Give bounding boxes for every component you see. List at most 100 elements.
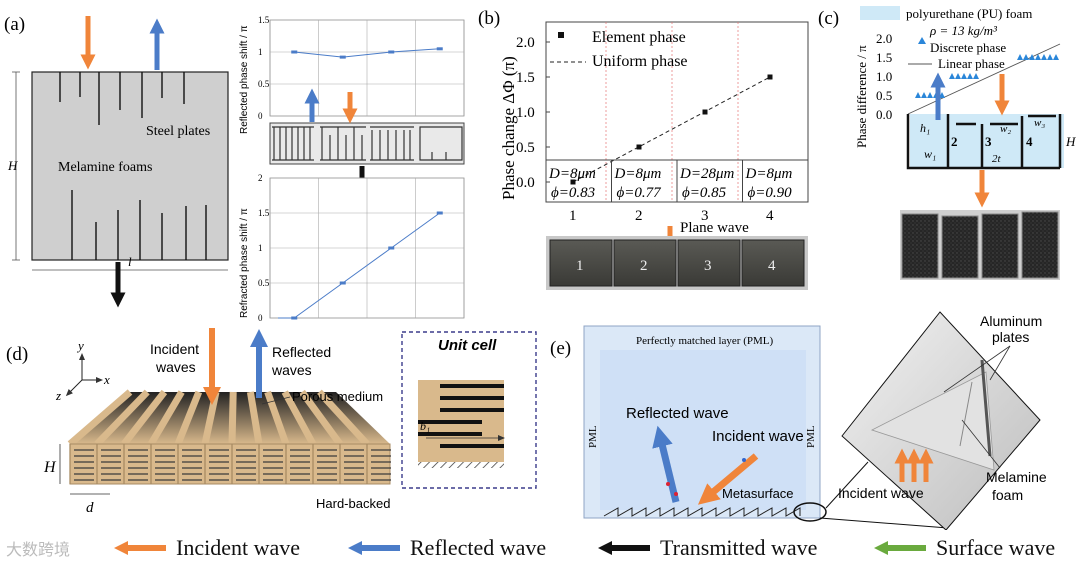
a2-ytick: 2 (258, 173, 263, 183)
dim-l-label: l (128, 254, 132, 269)
sample-block (613, 239, 677, 287)
unit-cell-title: Unit cell (438, 337, 497, 354)
watermark: 大数跨境 (6, 540, 71, 559)
incident-wave-e: Incident wave (712, 428, 804, 445)
panel-d: (d) y x z H d Incident waves Reflected w… (6, 328, 537, 516)
pml-left: PML (587, 425, 599, 448)
b-xtick: 3 (701, 208, 709, 224)
discrete-phase-point (1047, 54, 1053, 60)
a1-ytick: 0 (258, 111, 263, 121)
cell-diameter: D=8μm (548, 166, 596, 182)
panel-b-label: (b) (478, 8, 500, 29)
porous-medium-label: Porous medium (292, 389, 383, 404)
dim-h-d: H (43, 459, 57, 476)
plane-wave-label: Plane wave (680, 220, 749, 236)
legend-element-marker (558, 32, 564, 38)
porous-strip (228, 391, 237, 445)
discrete-phase-point (927, 92, 933, 98)
discrete-phase-point (1017, 54, 1023, 60)
legend-reflected-label: Reflected wave (410, 535, 547, 560)
a1-ytick: 0.5 (258, 79, 270, 89)
zoom-circle (793, 502, 827, 522)
panel-d-label: (d) (6, 344, 28, 365)
discrete-phase-point (915, 92, 921, 98)
porous-strip (174, 390, 203, 446)
legend-incident: Incident wave (112, 535, 300, 560)
element-phase-point (767, 74, 773, 80)
b-ytick: 0.0 (516, 175, 535, 191)
porous-strip (121, 389, 168, 447)
axis-x: x (103, 372, 110, 387)
panel-b-ylabel: Phase change ΔΦ (π) (499, 56, 518, 200)
sample-block-label: 2 (640, 258, 648, 274)
a1-point (436, 47, 443, 51)
b-xtick: 2 (635, 208, 643, 224)
a1-point (388, 50, 395, 54)
steel-plates-label: Steel plates (146, 124, 210, 139)
pu-foam-region (910, 114, 1064, 168)
refracted-phase-chart: Refracted phase shift / π 00.511.52 (239, 173, 465, 323)
cell-3-label: 3 (985, 134, 992, 149)
panel-a: (a) Steel plates Melamine foams H l (4, 14, 465, 323)
axis-y: y (76, 338, 84, 353)
b-ytick: 2.0 (516, 35, 535, 51)
a2-point (339, 281, 346, 285)
melamine-foam-block (31, 71, 229, 261)
discrete-phase-point (967, 73, 973, 79)
legend-reflected: Reflected wave (346, 535, 547, 560)
metasurface-sawtooth (603, 507, 801, 517)
legend-density: ρ = 13 kg/m³ (929, 23, 998, 38)
panel-c: (c) Phase difference / π 0.00.51.01.52.0… (818, 6, 1076, 280)
incident-waves-l2: waves (155, 359, 196, 375)
discrete-phase-point (921, 92, 927, 98)
a1-ytick: 1 (258, 47, 263, 57)
pu-unit-structure (906, 114, 1062, 170)
porous-strip (147, 390, 185, 446)
a2-ytick: 0 (258, 313, 263, 323)
cell-parameter-table: D=8μmϕ=0.83D=8μmϕ=0.77D=28μmϕ=0.85D=8μmϕ… (546, 159, 808, 202)
melamine-foams-label: Melamine foams (58, 160, 152, 175)
cell-2-label: 2 (951, 134, 958, 149)
uniform-phase-line (572, 76, 771, 183)
discrete-phase-point (1053, 54, 1059, 60)
cell-4-label: 4 (1026, 134, 1033, 149)
c-ytick: 0.5 (876, 88, 892, 103)
legend-transmitted-label: Transmitted wave (660, 535, 818, 560)
axis-z: z (55, 388, 61, 403)
sample-block-label: 4 (768, 258, 776, 274)
incident-arrows-prism (894, 448, 934, 482)
sample-block-label: 1 (576, 258, 584, 274)
discrete-phase-point (973, 73, 979, 79)
c-ytick: 2.0 (876, 31, 892, 46)
figure-svg: (a) Steel plates Melamine foams H l (4, 6, 1076, 531)
sample-block-label: 3 (704, 258, 712, 274)
a2-point (388, 246, 395, 250)
b-ytick: 1.0 (516, 105, 535, 121)
a2-point (436, 211, 443, 215)
porous-strip (299, 389, 343, 447)
porous-strip (246, 391, 263, 445)
linear-phase-line (907, 43, 1061, 115)
aluminum-l1: Aluminum (980, 313, 1042, 329)
discrete-phase-point (961, 73, 967, 79)
legend-reflected-arrow (348, 541, 400, 555)
reflected-phase-line (294, 48, 440, 58)
dim-h-label: H (7, 158, 18, 173)
unit-cell-inset: Unit cell b₁ (401, 331, 537, 489)
element-phase-point (570, 179, 576, 185)
discrete-phase-point (1029, 54, 1035, 60)
b-xtick: 1 (569, 208, 577, 224)
a2-point (291, 316, 298, 320)
legend-transmitted-arrow (598, 541, 650, 555)
reflected-waves-l2: waves (271, 362, 312, 378)
reflected-chart-ylabel: Reflected phase shift / π (239, 25, 250, 134)
cell-porosity: ϕ=0.83 (551, 185, 595, 201)
cell-porosity: ϕ=0.77 (617, 185, 663, 201)
legend-pu-foam-swatch (860, 6, 900, 20)
b-ytick: 0.5 (516, 140, 535, 156)
hard-backed-label: Hard-backed (316, 496, 390, 511)
refracted-chart-ylabel: Refracted phase shift / π (239, 208, 250, 318)
panel-c-ylabel: Phase difference / π (854, 45, 869, 148)
dim-b1: b₁ (420, 419, 430, 433)
